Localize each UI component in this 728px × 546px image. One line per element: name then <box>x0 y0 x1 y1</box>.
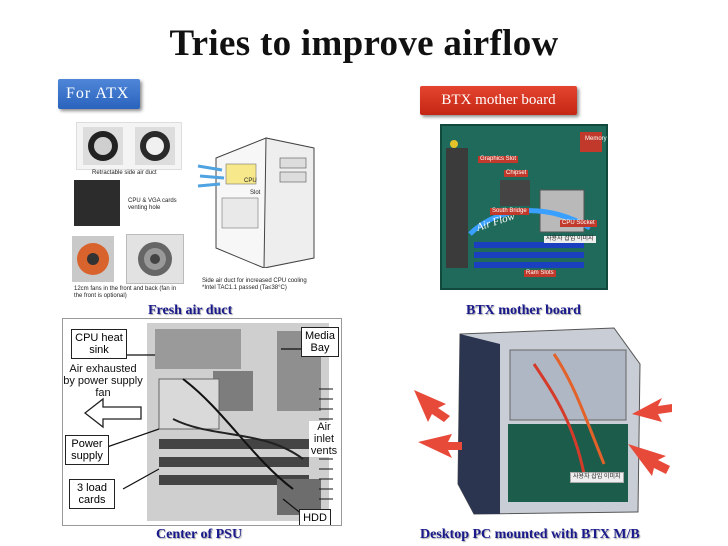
caption-btx-mother-board: BTX mother board <box>466 303 581 318</box>
side-duct-caption: Side air duct for increased CPU cooling … <box>202 278 307 291</box>
vent-hole-caption: CPU & VGA cards venting hole <box>128 198 177 211</box>
retractable-duct-caption: Retractable side air duct <box>92 170 157 176</box>
caption-fresh-air-duct: Fresh air duct <box>148 303 233 318</box>
desktop-watermark: 사용자 삽입 이미지 <box>570 472 624 483</box>
cpu-heat-sink-label: CPU heat sink <box>71 329 127 359</box>
psu-airflow-diagram: CPU heat sink Media Bay Air exhausted by… <box>62 318 342 526</box>
fans-caption: 12cm fans in the front and back (fan in … <box>74 286 177 299</box>
graphics-slot-label: Graphics Slot <box>478 156 519 163</box>
chipset-label: Chipset <box>504 170 529 177</box>
atx-accessory-collage: Retractable side air duct CPU & VGA card… <box>64 118 194 304</box>
caption-desktop-btx: Desktop PC mounted with BTX M/B <box>420 527 640 542</box>
side-duct-case-drawing: CPU Slot Side air duct for increased CPU… <box>196 118 324 304</box>
media-bay-label: Media Bay <box>301 327 339 357</box>
tag-btx-mother-board: BTX mother board <box>420 86 577 115</box>
slide-title: Tries to improve airflow <box>169 23 559 64</box>
retractable-duct-photo <box>76 122 182 170</box>
front-fan-photo <box>72 236 114 282</box>
duct-rings-icon <box>83 127 175 165</box>
btx-motherboard-photo: Air Flow Chipset Graphics Slot South Bri… <box>440 124 608 290</box>
fan-grill-icon <box>138 242 172 276</box>
duct-slot-label: Slot <box>250 190 261 196</box>
desktop-btx-photo: 사용자 삽입 이미지 <box>404 324 674 520</box>
psu-case-graphic <box>83 323 333 521</box>
btx-watermark: 사용자 삽입 이미지 <box>544 236 596 243</box>
tag-for-atx: For ATX <box>58 79 140 109</box>
air-inlet-vents-label: Air inlet vents <box>309 421 339 457</box>
ram-slots-label: Ram Slots <box>524 270 556 277</box>
rear-fan-photo <box>126 234 184 284</box>
air-exhausted-label: Air exhausted by power supply fan <box>63 363 143 399</box>
load-cards-label: 3 load cards <box>69 479 115 509</box>
desktop-case-graphic <box>414 327 672 515</box>
cpu-socket-label: CPU Socket <box>560 220 597 227</box>
south-bridge-label: South Bridge <box>490 208 529 215</box>
case-outline-icon <box>197 137 315 269</box>
fan-icon <box>77 243 109 275</box>
motherboard-graphic <box>446 132 602 268</box>
hdd-label: HDD <box>299 509 331 525</box>
caption-center-of-psu: Center of PSU <box>156 527 243 542</box>
vent-hole-photo <box>74 180 120 226</box>
memory-label: Memory <box>585 136 607 142</box>
power-supply-label: Power supply <box>65 435 109 465</box>
duct-cpu-label: CPU <box>244 178 257 184</box>
